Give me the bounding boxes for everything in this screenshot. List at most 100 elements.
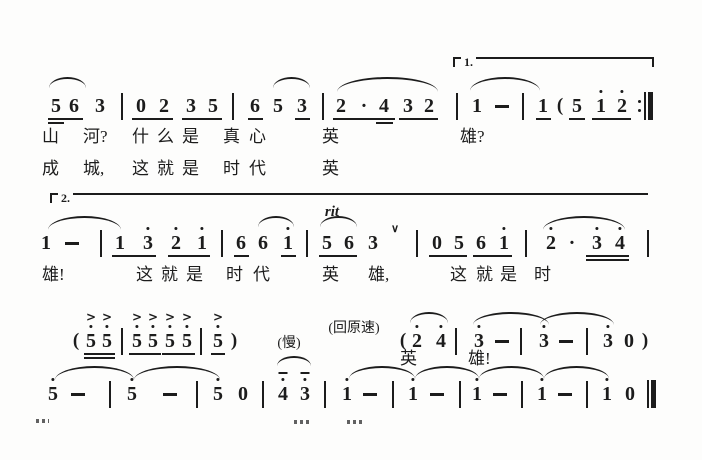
note-2: 2 — [412, 325, 422, 351]
beam-underline — [234, 255, 249, 257]
note-digit: 1 — [602, 383, 612, 405]
note-digit: 4 — [436, 330, 446, 352]
note-5: 5 — [322, 233, 332, 253]
note-1: 1 — [197, 227, 207, 254]
note-3: 3 — [297, 96, 307, 116]
duration-dash — [495, 105, 509, 108]
duration-dash — [558, 393, 572, 396]
augmentation-dot: · — [568, 232, 576, 254]
barline — [392, 381, 394, 408]
note-digit: 6 — [69, 95, 79, 117]
note-5: 5 — [51, 96, 61, 116]
note-digit: 1 — [115, 232, 125, 254]
octave-dot — [89, 325, 93, 329]
lyric-syllable: 英 — [322, 127, 339, 146]
note-1: 1 — [472, 378, 482, 404]
slur — [273, 77, 310, 88]
note-digit: 4 — [379, 95, 389, 117]
barline — [109, 381, 111, 408]
note-3: 3 — [539, 325, 549, 351]
lyric-syllable: 英 — [322, 159, 339, 178]
note-2: 2 — [159, 96, 169, 116]
note-digit: 3 — [143, 232, 153, 254]
note-digit: 1 — [472, 95, 482, 117]
note-digit: 1 — [197, 232, 207, 254]
note-1: 1 — [472, 96, 482, 116]
duration-dash — [363, 393, 377, 396]
lyric-syllable: 时 — [223, 159, 240, 178]
barline — [520, 328, 522, 355]
note-6: 6 — [476, 233, 486, 253]
lyric-syllable: 就 — [157, 159, 174, 178]
beam-underline — [84, 357, 115, 359]
barline — [416, 230, 418, 257]
note-digit: 4 — [615, 232, 625, 254]
note-2: 2 — [546, 227, 556, 253]
note-0: 0 — [432, 233, 442, 253]
note-5: >5 — [165, 311, 175, 351]
beam-underline — [162, 353, 195, 355]
slur — [410, 312, 448, 323]
ritardando-marking: rit — [324, 204, 340, 220]
beam-underline — [112, 255, 156, 257]
note-3: 3 — [95, 96, 105, 116]
beam-underline — [132, 118, 173, 120]
slur — [320, 216, 357, 227]
slur — [349, 366, 415, 379]
note-digit: 5 — [148, 330, 158, 352]
lyric-syllable: 时 — [226, 265, 243, 284]
accent-mark: > — [85, 310, 97, 324]
parenthesis: ) — [230, 330, 238, 351]
slur — [55, 366, 134, 380]
beam-underline — [429, 255, 467, 257]
volta-bracket-2: 2. — [50, 192, 648, 204]
beam-underline — [399, 118, 438, 120]
octave-dot — [174, 227, 178, 231]
octave-dot — [477, 325, 481, 329]
barline — [221, 230, 223, 257]
octave-dot — [595, 227, 599, 231]
note-digit: 3 — [300, 383, 310, 405]
octave-dot — [439, 325, 443, 329]
clipped-lyric-fragment — [294, 420, 311, 424]
note-3: 3 — [592, 227, 602, 253]
octave-dot — [216, 325, 220, 329]
lyric-syllable: 城, — [83, 159, 105, 178]
octave-dot — [51, 378, 55, 382]
barline — [521, 381, 523, 408]
note-digit: 1 — [499, 232, 509, 254]
note-4: 4 — [379, 96, 389, 116]
accent-mark: > — [131, 310, 143, 324]
note-5: >5 — [132, 311, 142, 351]
note-0: 0 — [136, 96, 146, 116]
note-1: 1 — [408, 378, 418, 404]
note-digit: 3 — [474, 330, 484, 352]
final-barline-thick — [651, 380, 656, 408]
accent-mark: > — [212, 310, 224, 324]
note-digit: 3 — [95, 95, 105, 117]
note-0: 0 — [625, 384, 635, 404]
clipped-lyric-fragment — [347, 420, 363, 424]
octave-dot — [475, 378, 479, 382]
lyric-syllable: 英 — [322, 265, 339, 284]
volta-bracket-1: 1. — [453, 56, 654, 68]
octave-dot — [303, 378, 307, 382]
slur — [473, 312, 549, 325]
note-digit: 0 — [238, 383, 248, 405]
octave-dot — [620, 90, 624, 94]
barline — [459, 381, 461, 408]
octave-dot — [542, 325, 546, 329]
note-digit: 2 — [424, 95, 434, 117]
lyric-syllable: 代 — [253, 265, 270, 284]
slur — [134, 366, 220, 380]
repeat-dots — [638, 92, 642, 120]
lyric-syllable: 英 — [400, 349, 417, 368]
note-6: 6 — [344, 233, 354, 253]
note-5: 5 — [208, 96, 218, 116]
note-digit: 5 — [127, 383, 137, 405]
beam-underline — [182, 118, 222, 120]
barline — [647, 230, 649, 257]
note-digit: 6 — [250, 95, 260, 117]
